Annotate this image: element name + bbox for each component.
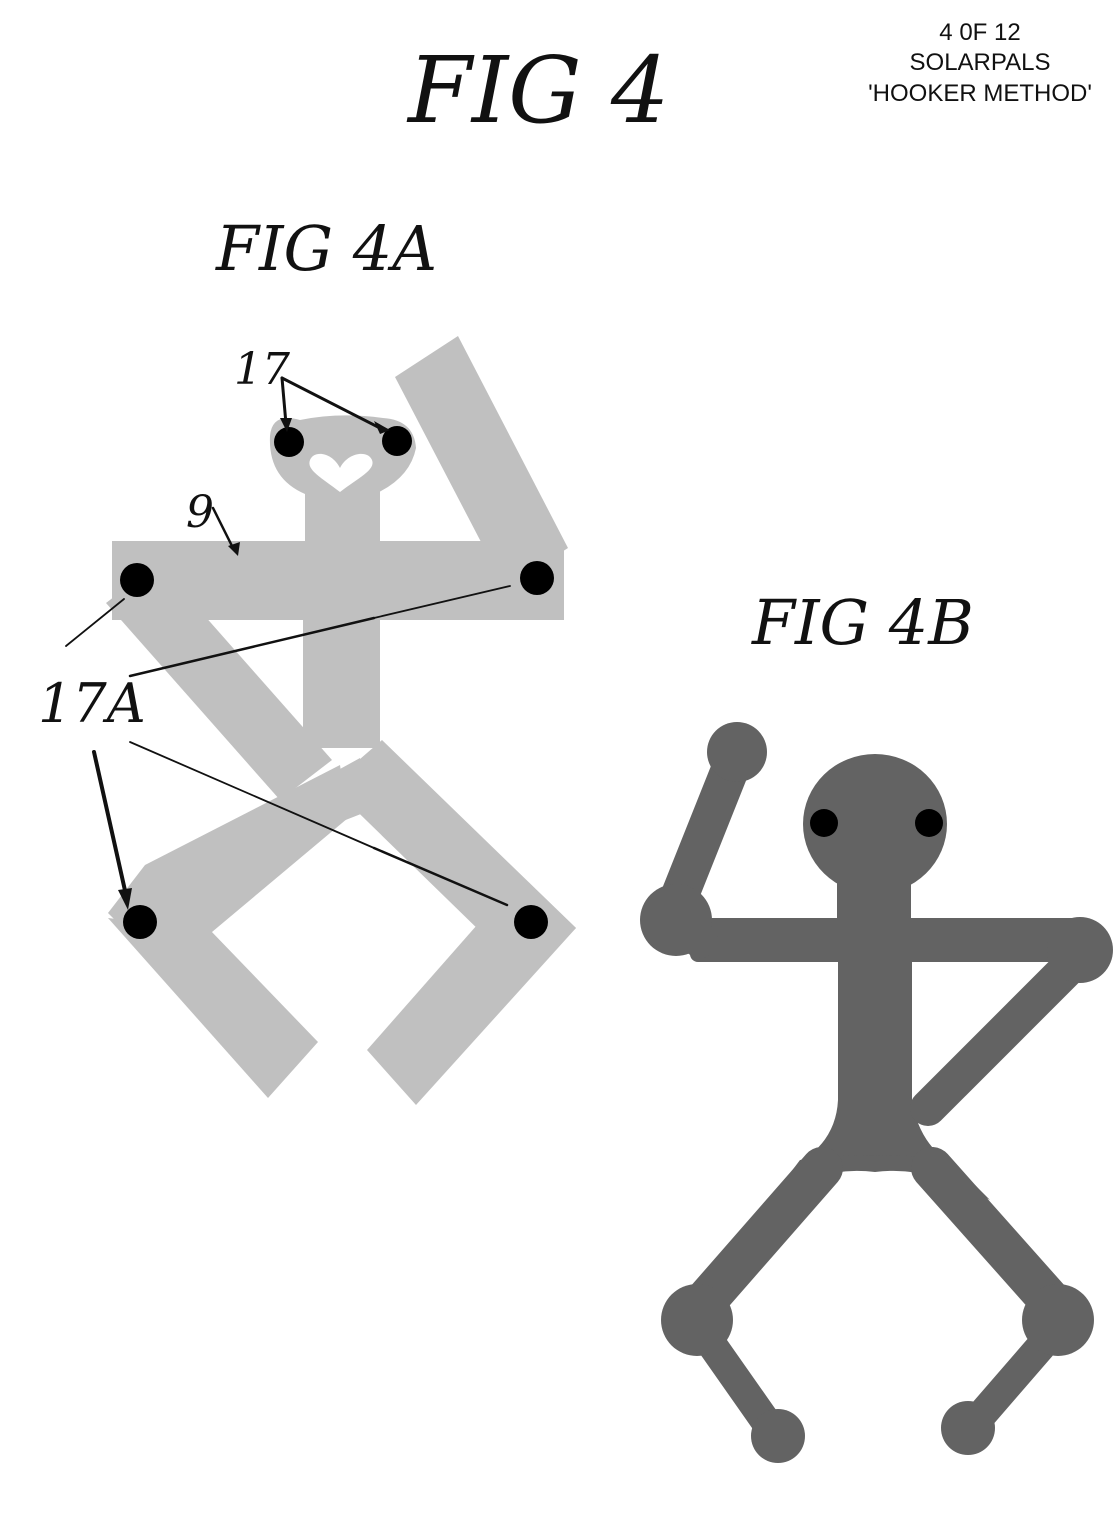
callout-label-body-part: 9	[186, 487, 214, 538]
fig-4a-eye-hole-left	[274, 427, 304, 457]
fig-4b-left-foot	[751, 1409, 805, 1463]
sheet-method-name: 'HOOKER METHOD'	[868, 80, 1092, 107]
fig-4a-raised-arm	[395, 336, 568, 588]
fig-4a-left-thigh-fill	[108, 765, 348, 965]
fig-4b-assembled-figure	[690, 754, 1088, 1200]
fig-4b-left-elbow	[640, 884, 712, 956]
arrowhead-17a-left-knee	[118, 888, 132, 910]
fig-4a-cutout-figure	[106, 336, 576, 1105]
fig-4b-head	[803, 754, 947, 894]
leader-line-17a-right-knee-b	[372, 846, 509, 907]
fig-4a-left-shin	[108, 918, 318, 1098]
fig-4a-joint-hole-left-shoulder	[120, 563, 154, 597]
leader-line-17a-right-knee-a	[129, 741, 375, 849]
fig-4b-eye-right	[915, 809, 943, 837]
leader-line-17a-left-shoulder	[65, 598, 125, 647]
leader-line-17-left	[280, 376, 288, 426]
fig-4a-title: FIG 4A	[215, 212, 437, 285]
fig-4b-torso	[800, 952, 948, 1162]
fig-4b-right-elbow	[1047, 917, 1113, 983]
fig-4a-eye-hole-right	[382, 426, 412, 456]
fig-4b-right-foot	[941, 1401, 995, 1455]
callout-label-eye-holes: 17	[234, 344, 290, 395]
arrowhead-17-right	[374, 421, 390, 434]
arrowhead-9	[228, 542, 240, 556]
fig-4a-joint-hole-left-knee	[123, 905, 157, 939]
main-figure-title: FIG 4	[406, 37, 669, 144]
fig-4b-left-hand	[707, 722, 767, 782]
leader-line-9	[211, 506, 236, 552]
leader-line-17a-right-shoulder-a	[128, 616, 376, 678]
sheet-project-name: SOLARPALS	[910, 49, 1051, 76]
callout-label-joint-holes: 17A	[38, 672, 146, 735]
fig-4b-eye-left	[810, 809, 838, 837]
arrowhead-17-left	[280, 418, 292, 432]
fig-4a-joint-hole-right-shoulder	[520, 561, 554, 595]
fig-4b-title: FIG 4B	[751, 586, 974, 659]
heart-cutout-icon	[309, 453, 373, 492]
sheet-page-label: 4 0F 12	[939, 19, 1020, 46]
leader-line-17a-right-shoulder-b	[373, 585, 511, 619]
fig-4b-right-arm	[910, 934, 1102, 1126]
fig-4b-right-knee	[1022, 1284, 1094, 1356]
fig-4b-shoulder-bar	[690, 918, 1088, 962]
fig-4b-left-thigh	[675, 1147, 843, 1333]
fig-4a-torso	[303, 600, 380, 748]
fig-4a-joint-hole-right-knee	[514, 905, 548, 939]
leader-line-17a-left-knee	[92, 750, 128, 897]
fig-4b-right-thigh	[911, 1147, 1081, 1333]
leader-line-17-right	[280, 376, 384, 431]
fig-4a-diagonal-arm	[106, 563, 332, 800]
fig-4a-head	[269, 415, 416, 502]
fig-4b-left-knee	[661, 1284, 733, 1356]
